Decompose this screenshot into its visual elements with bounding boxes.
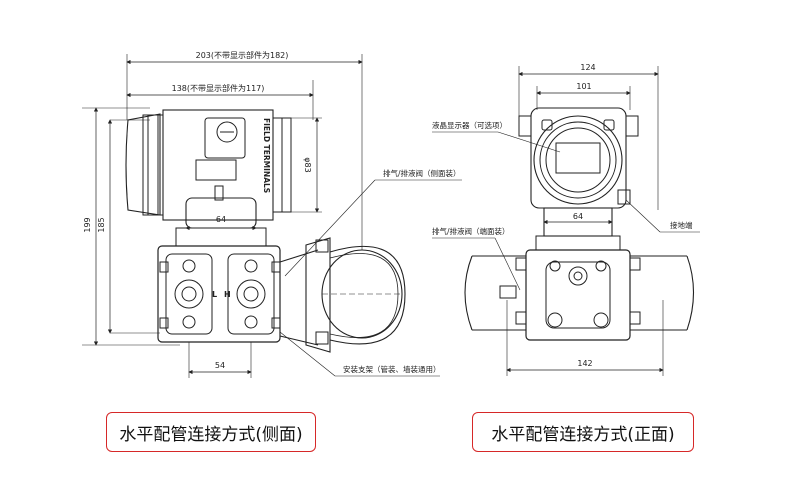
side-bracket bbox=[279, 237, 406, 353]
front-dim-bottom-label: 142 bbox=[577, 359, 592, 368]
front-dim-body: 101 bbox=[536, 82, 631, 110]
side-callout-bracket: 安装支架（管装、墙装通用） bbox=[279, 331, 441, 377]
front-callout-vent-label: 排气/排液阀（端面装） bbox=[432, 226, 510, 236]
side-housing: FIELD TERMINALS bbox=[125, 109, 292, 221]
side-callout-vent: 排气/排液阀（侧面装） bbox=[284, 168, 462, 277]
side-dim-height-outer-label: 199 bbox=[83, 217, 92, 232]
side-dim-diameter: φ83 bbox=[291, 117, 322, 213]
front-callout-ground-label: 接地端 bbox=[670, 220, 693, 230]
front-callout-display-label: 液晶显示器（可选项） bbox=[432, 120, 507, 130]
side-dim-overall: 203(不带显示部件为182) bbox=[126, 50, 363, 250]
front-dim-bottom: 142 bbox=[506, 300, 664, 376]
front-dim-body-label: 101 bbox=[576, 82, 591, 91]
front-view: 124 101 64 bbox=[432, 63, 700, 376]
front-callout-vent: 排气/排液阀（端面装） bbox=[432, 226, 521, 291]
front-callout-ground: 接地端 bbox=[625, 199, 700, 233]
front-pipe bbox=[464, 255, 694, 331]
front-dim-neck-label: 64 bbox=[573, 212, 583, 221]
front-view-caption: 水平配管连接方式(正面) bbox=[472, 412, 694, 452]
front-callout-display: 液晶显示器（可选项） bbox=[432, 120, 561, 153]
side-dim-diameter-label: φ83 bbox=[303, 157, 312, 172]
front-dim-overall-label: 124 bbox=[580, 63, 595, 72]
side-dim-neck-label: 64 bbox=[216, 215, 226, 224]
side-dim-heights: 199 185 bbox=[82, 107, 180, 346]
side-label-low: L bbox=[212, 290, 217, 299]
front-housing bbox=[518, 107, 639, 209]
side-view-caption: 水平配管连接方式(侧面) bbox=[106, 412, 316, 452]
front-neck: 64 bbox=[535, 207, 621, 251]
side-dim-overall-label: 203(不带显示部件为182) bbox=[196, 50, 289, 60]
side-dim-height-inner-label: 185 bbox=[97, 217, 106, 232]
side-callout-bracket-label: 安装支架（管装、墙装通用） bbox=[343, 364, 441, 374]
side-view: 203(不带显示部件为182) 138(不带显示部件为117) 199 185 bbox=[82, 50, 462, 378]
side-dim-body-label: 138(不带显示部件为117) bbox=[172, 83, 265, 93]
side-dim-body: 138(不带显示部件为117) bbox=[126, 80, 314, 120]
side-label-high: H bbox=[224, 290, 231, 299]
side-neck: 64 bbox=[175, 185, 267, 247]
side-dim-flange: 54 bbox=[188, 342, 252, 378]
side-terminals-label: FIELD TERMINALS bbox=[262, 118, 271, 193]
front-dim-overall: 124 bbox=[518, 63, 659, 210]
front-flange bbox=[499, 249, 641, 341]
side-callout-vent-label: 排气/排液阀（侧面装） bbox=[383, 168, 461, 178]
side-dim-flange-label: 54 bbox=[215, 361, 225, 370]
side-flange: L H bbox=[157, 245, 281, 343]
